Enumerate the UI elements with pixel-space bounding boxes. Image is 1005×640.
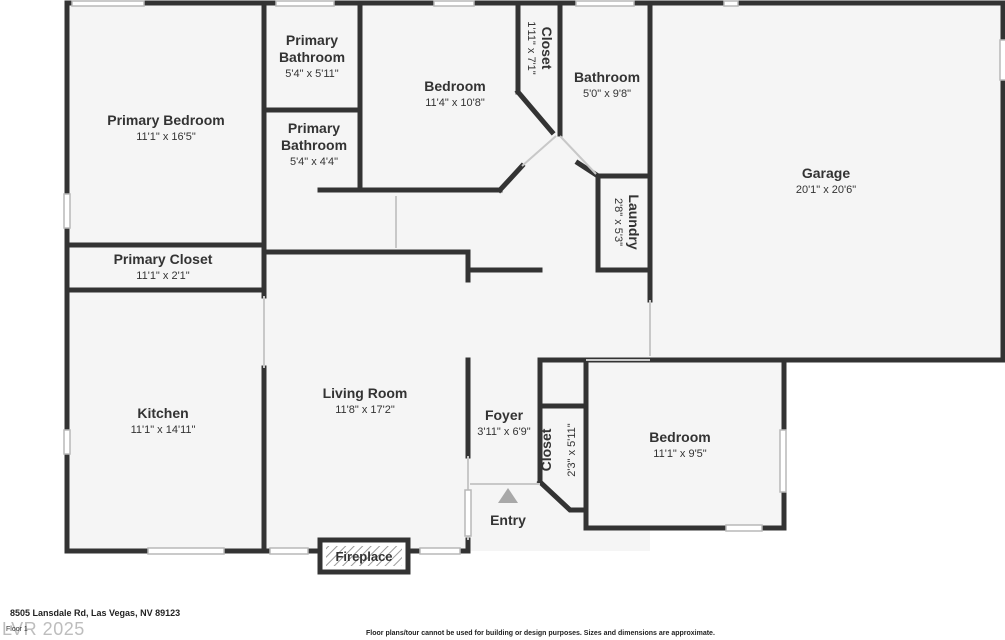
entry-arrow-icon (498, 488, 518, 503)
primary-bathroom-2-name-line1: Primary (288, 120, 340, 136)
bedroom-south-name: Bedroom (649, 429, 710, 445)
bedroom-north-dims: 11'4" x 10'8" (425, 97, 485, 109)
closet-south-dims: 2'3" x 5'11" (566, 423, 578, 476)
closet-north-dims: 1'11" x 7'1" (525, 21, 537, 74)
room-labels: Primary Bedroom 11'1" x 16'5" Primary Ba… (107, 21, 856, 476)
bathroom-name: Bathroom (574, 69, 640, 85)
bedroom-south-dims: 11'1" x 9'5" (653, 448, 706, 460)
primary-bathroom-1-dims: 5'4" x 5'11" (285, 68, 338, 80)
closet-south-name: Closet (538, 428, 554, 471)
bathroom-dims: 5'0" x 9'8" (583, 88, 631, 100)
primary-bathroom-1-name-line1: Primary (286, 32, 338, 48)
garage-dims: 20'1" x 20'6" (796, 184, 856, 196)
fireplace: Fireplace (317, 537, 411, 575)
primary-bedroom-name: Primary Bedroom (107, 112, 224, 128)
watermark: LVR 2025 (2, 619, 85, 639)
closet-north-name: Closet (539, 27, 555, 70)
living-room-dims: 11'8" x 17'2" (335, 404, 395, 416)
laundry-dims: 2'8" x 5'3" (612, 198, 624, 246)
primary-closet-dims: 11'1" x 2'1" (136, 270, 189, 282)
kitchen-name: Kitchen (137, 405, 188, 421)
living-room-name: Living Room (323, 385, 408, 401)
entry-label: Entry (490, 512, 526, 528)
bedroom-north-name: Bedroom (424, 78, 485, 94)
kitchen-dims: 11'1" x 14'11" (131, 424, 196, 436)
disclaimer: Floor plans/tour cannot be used for buil… (366, 630, 715, 637)
fireplace-label: Fireplace (335, 549, 392, 564)
laundry-name: Laundry (626, 194, 642, 249)
floor-area (67, 3, 1003, 551)
foyer-dims: 3'11" x 6'9" (477, 426, 530, 438)
floor-tag: Floor 1 (6, 626, 28, 633)
primary-bedroom-dims: 11'1" x 16'5" (136, 131, 196, 143)
primary-bathroom-1-name-line2: Bathroom (279, 49, 345, 65)
windows (63, 0, 1005, 555)
primary-closet-name: Primary Closet (114, 251, 213, 267)
primary-bathroom-2-dims: 5'4" x 4'4" (290, 156, 338, 168)
primary-bathroom-2-name-line2: Bathroom (281, 137, 347, 153)
garage-name: Garage (802, 165, 850, 181)
property-address: 8505 Lansdale Rd, Las Vegas, NV 89123 (10, 608, 181, 618)
foyer-name: Foyer (485, 407, 524, 423)
